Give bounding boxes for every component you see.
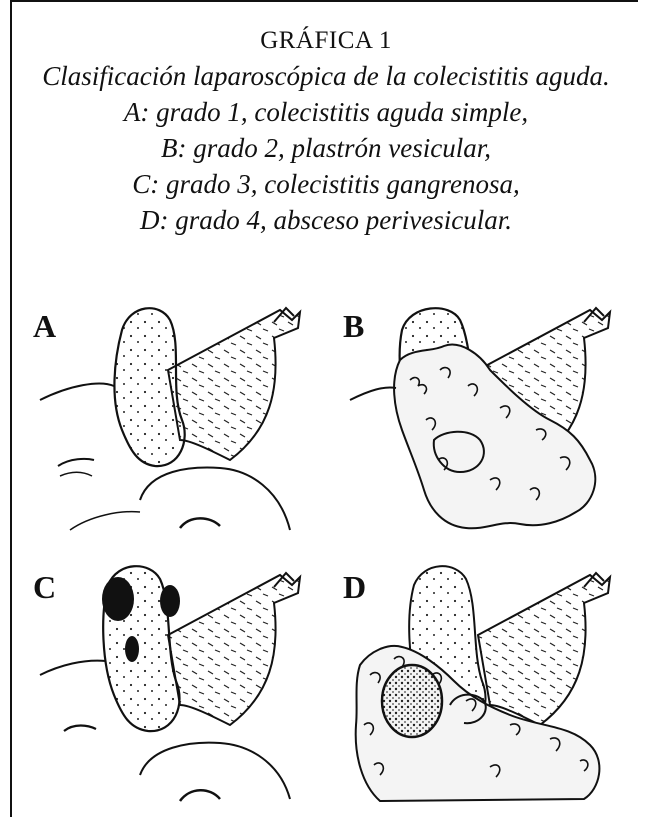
bowel-outline — [40, 384, 114, 400]
gangrene-patch — [125, 636, 139, 662]
panel-b-drawing — [340, 290, 640, 540]
figure-frame-top — [10, 0, 638, 2]
panel-d-illustration: D — [340, 555, 640, 805]
panel-b-letter: B — [343, 308, 364, 345]
figure-title-number: 1 — [379, 27, 392, 54]
gallbladder-shape — [114, 308, 184, 466]
caption-line-d: D: grado 4, absceso perivesicular. — [14, 202, 638, 238]
panel-a-illustration: A — [30, 290, 330, 540]
figure-caption: GRÁFICA 1 Clasificación laparoscópica de… — [14, 24, 638, 238]
panel-b-illustration: B — [340, 290, 640, 540]
gangrene-patch — [102, 577, 134, 621]
figure-title-word: GRÁFICA — [260, 27, 372, 54]
panel-c-letter: C — [33, 569, 56, 606]
caption-line-a: A: grado 1, colecistitis aguda simple, — [14, 94, 638, 130]
panel-c-drawing — [30, 555, 330, 805]
caption-line-main: Clasificación laparoscópica de la coleci… — [14, 58, 638, 94]
panel-d-letter: D — [343, 569, 366, 606]
figure-title: GRÁFICA 1 — [14, 24, 638, 58]
panel-d-drawing — [340, 555, 640, 805]
gangrene-patch — [160, 585, 180, 617]
caption-line-b: B: grado 2, plastrón vesicular, — [14, 130, 638, 166]
caption-line-c: C: grado 3, colecistitis gangrenosa, — [14, 166, 638, 202]
panel-a-letter: A — [33, 308, 56, 345]
liver-shape — [168, 310, 300, 460]
panel-a-drawing — [30, 290, 330, 540]
panel-c-illustration: C — [30, 555, 330, 805]
abscess — [382, 665, 442, 737]
figure-frame-left — [10, 0, 12, 817]
